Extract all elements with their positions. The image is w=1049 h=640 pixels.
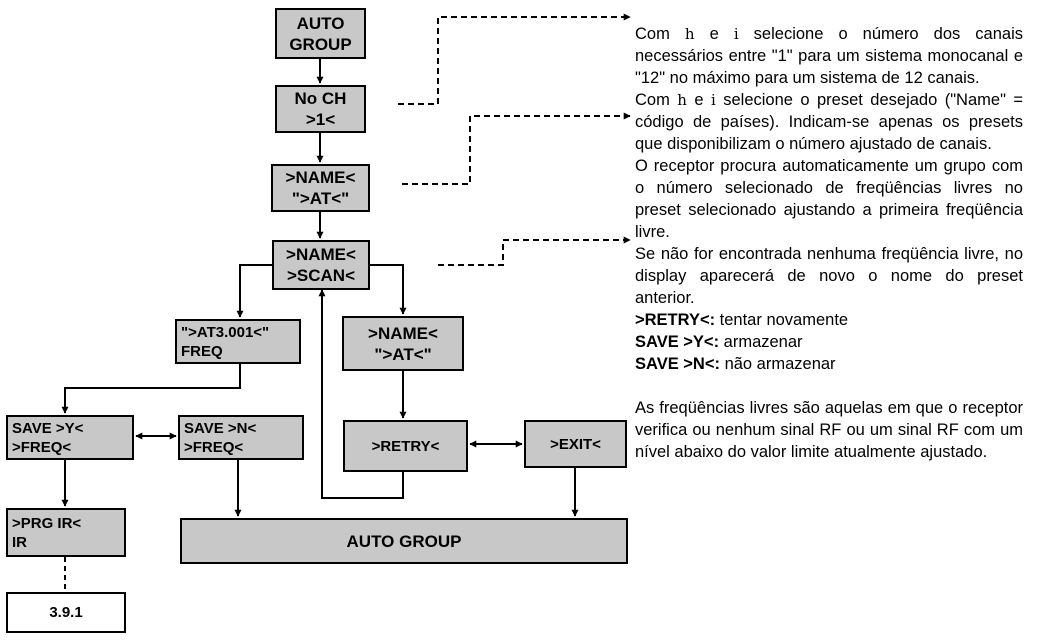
box-line: SAVE >Y< xyxy=(12,419,84,437)
box-line: >SCAN< xyxy=(286,266,356,285)
box-line: >FREQ< xyxy=(184,438,244,456)
text-run: armazenar xyxy=(719,333,803,351)
dashed-leader-3 xyxy=(438,236,631,266)
box-save-y: SAVE >Y< >FREQ< xyxy=(6,415,134,460)
box-line: GROUP xyxy=(289,34,352,54)
desc-para-notfound: Se não for encontrada nenhuma freqüência… xyxy=(635,245,1023,307)
arrow-freq-to-savey xyxy=(61,364,241,414)
text-run: tentar novamente xyxy=(715,311,849,329)
desc-para-channels: Com h e i selecione o número dos canais … xyxy=(635,23,1023,89)
box-exit: >EXIT< xyxy=(524,420,627,468)
save-y-label: SAVE >Y<: xyxy=(635,333,720,351)
box-line: >EXIT< xyxy=(550,435,601,453)
box-line: >NAME< xyxy=(368,323,438,343)
description-text: Com h e i selecione o número dos canais … xyxy=(635,23,1023,463)
box-line: >PRG IR< xyxy=(12,514,82,532)
box-ref: 3.9.1 xyxy=(6,592,126,633)
desc-save-y: SAVE >Y<: armazenar xyxy=(635,331,1023,353)
arrow-scan-to-freq xyxy=(236,264,272,318)
box-prg-ir: >PRG IR< IR xyxy=(6,508,126,557)
box-no-ch: No CH >1< xyxy=(275,85,366,133)
box-line: AUTO GROUP xyxy=(346,531,462,551)
retry-label: >RETRY<: xyxy=(635,311,716,329)
box-line: ">AT<" xyxy=(291,189,350,208)
text-run: selecione o preset desejado ("Name" = có… xyxy=(635,91,1023,153)
down-key-symbol: i xyxy=(711,91,716,109)
box-line: ">AT<" xyxy=(374,344,432,364)
box-line: >FREQ< xyxy=(12,438,72,456)
dashed-leader-2 xyxy=(402,112,631,185)
box-save-n: SAVE >N< >FREQ< xyxy=(178,415,304,460)
box-line: 3.9.1 xyxy=(49,604,83,621)
text-run: selecione o número dos canais necessário… xyxy=(635,25,1023,87)
text-run: e xyxy=(694,25,734,43)
arrow-retry-loop xyxy=(318,289,404,499)
text-run: e xyxy=(686,91,711,109)
box-freq-result: ">AT3.001<" FREQ xyxy=(175,319,301,364)
spacer xyxy=(635,375,1023,397)
desc-para-scan: O receptor procura automaticamente um gr… xyxy=(635,157,1023,241)
desc-save-n: SAVE >N<: não armazenar xyxy=(635,353,1023,375)
up-key-symbol: h xyxy=(677,91,687,109)
box-line: >NAME< xyxy=(285,168,356,187)
box-line: >RETRY< xyxy=(371,437,440,455)
box-line: FREQ xyxy=(181,342,223,360)
box-auto-group-bottom: AUTO GROUP xyxy=(180,518,628,564)
desc-para-preset: Com h e i selecione o preset desejado ("… xyxy=(635,89,1023,155)
box-line: AUTO xyxy=(296,13,345,33)
box-name-at: >NAME< ">AT<" xyxy=(271,164,370,212)
box-line: SAVE >N< xyxy=(184,419,257,437)
up-key-symbol: h xyxy=(684,25,695,43)
down-key-symbol: i xyxy=(733,25,739,43)
box-line: IR xyxy=(12,533,27,551)
save-n-label: SAVE >N<: xyxy=(635,355,720,373)
desc-para-free-freq: As freqüências livres são aquelas em que… xyxy=(635,399,1023,461)
box-line: ">AT3.001<" xyxy=(181,323,270,341)
box-auto-group-top: AUTO GROUP xyxy=(275,8,366,59)
box-line: No CH xyxy=(294,89,347,108)
box-name-at-2: >NAME< ">AT<" xyxy=(342,316,464,371)
box-line: >NAME< xyxy=(286,245,356,264)
text-run: não armazenar xyxy=(719,355,836,373)
box-retry: >RETRY< xyxy=(343,420,468,472)
box-line: >1< xyxy=(305,110,336,129)
text-run: Com xyxy=(635,91,678,109)
box-name-scan: >NAME< >SCAN< xyxy=(272,240,370,290)
text-run: Com xyxy=(635,25,685,43)
arrow-scan-to-nameat2 xyxy=(370,264,407,315)
dashed-leader-1 xyxy=(398,13,631,105)
desc-retry: >RETRY<: tentar novamente xyxy=(635,309,1023,331)
